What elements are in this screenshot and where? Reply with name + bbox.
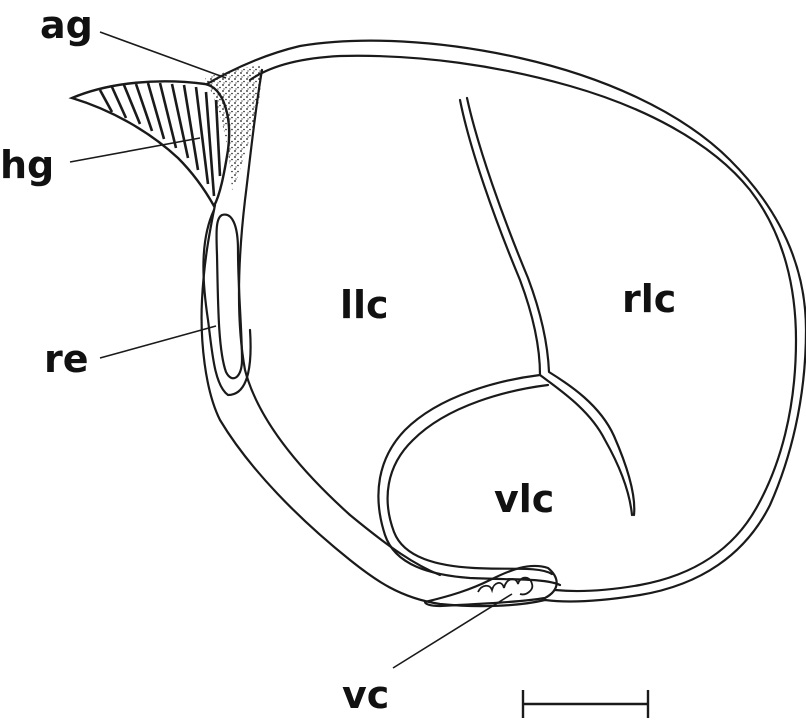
label-rlc: rlc: [622, 277, 676, 321]
label-re: re: [44, 337, 89, 381]
ventral-canal: [425, 566, 557, 606]
label-ag: ag: [40, 3, 93, 47]
leader-re: [100, 326, 216, 358]
label-vc: vc: [342, 673, 389, 717]
scale-bar: [523, 690, 648, 718]
label-vlc: vlc: [494, 477, 554, 521]
outer-wall: [200, 41, 806, 606]
septum-inner: [467, 98, 634, 515]
label-llc: llc: [340, 283, 389, 327]
label-hg: hg: [0, 143, 54, 187]
leader-ag: [100, 32, 226, 78]
